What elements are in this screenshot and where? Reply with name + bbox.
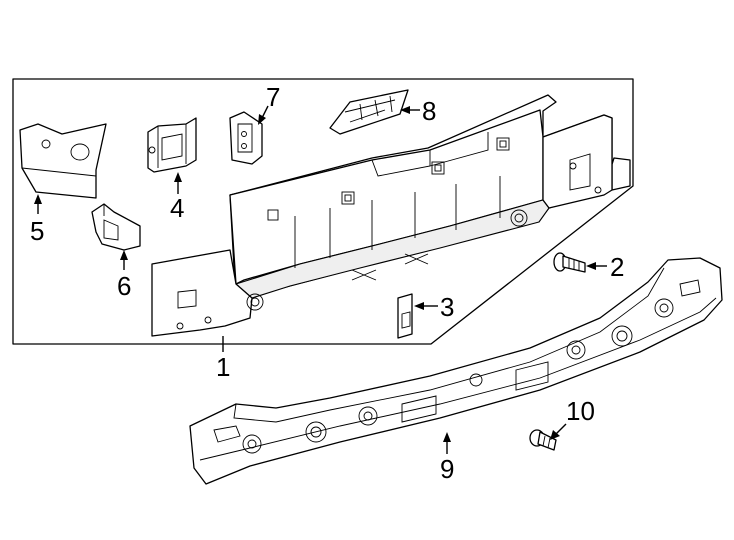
rear-body-panel	[151, 94, 631, 337]
callout-4: 4	[170, 193, 184, 223]
bracket-4	[147, 117, 197, 173]
bolt-2	[553, 252, 586, 273]
bolt-10	[529, 429, 557, 451]
callout-5: 5	[30, 216, 44, 246]
callout-10: 10	[566, 396, 595, 426]
callout-1: 1	[216, 352, 230, 382]
callout-7: 7	[266, 82, 280, 112]
pad-3	[397, 293, 413, 339]
callout-9: 9	[440, 454, 454, 484]
assembly-group-frame	[12, 78, 634, 345]
callout-8: 8	[422, 96, 436, 126]
corner-bracket-5	[19, 123, 107, 199]
callout-6: 6	[117, 271, 131, 301]
callout-2: 2	[610, 252, 624, 282]
bracket-7	[229, 111, 263, 165]
clip-6	[91, 203, 141, 251]
reinforcement-8	[329, 89, 409, 135]
callout-3: 3	[440, 292, 454, 322]
leader-lines	[34, 105, 607, 454]
impact-bar-9	[189, 257, 723, 485]
